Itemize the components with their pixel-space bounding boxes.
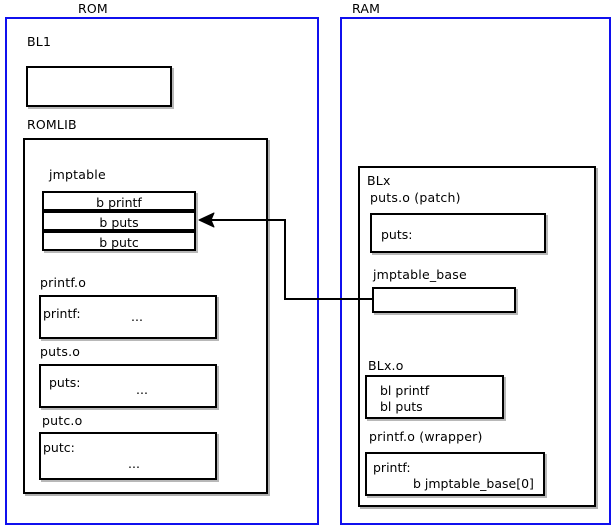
romlib-printf-o-box: printf: ... xyxy=(39,295,217,339)
romlib-puts-o-box: puts: ... xyxy=(39,364,217,408)
romlib-putc-o-box: putc: ... xyxy=(39,432,217,480)
jmptable-entry-b-puts[interactable]: b puts xyxy=(42,211,196,231)
printf-wrapper-box: printf: b jmptable_base[0] xyxy=(365,452,545,496)
bl1-box xyxy=(26,66,172,107)
romlib-printf-symbol: printf: xyxy=(43,306,81,321)
jmptable-label: jmptable xyxy=(49,167,106,182)
blx-o-box: bl printf bl puts xyxy=(365,375,504,419)
blx-puts-patch-label: puts.o (patch) xyxy=(370,190,461,205)
jmptable-base-box xyxy=(372,287,516,313)
blx-o-instruction-1: bl printf xyxy=(380,383,430,398)
romlib-printf-ellipsis: ... xyxy=(131,309,143,324)
bl1-label: BL1 xyxy=(27,34,52,49)
jmptable-entry-b-putc[interactable]: b putc xyxy=(42,231,196,251)
romlib-label: ROMLIB xyxy=(27,117,77,132)
blx-label: BLx xyxy=(367,173,391,188)
romlib-printf-o-label: printf.o xyxy=(40,275,87,290)
blx-o-label: BLx.o xyxy=(368,358,404,373)
jmptable-entry-1-label: b puts xyxy=(99,215,139,230)
romlib-puts-symbol: puts: xyxy=(49,375,81,390)
blx-puts-patch-symbol: puts: xyxy=(381,227,413,242)
jmptable-entry-2-label: b putc xyxy=(99,235,139,250)
romlib-box xyxy=(23,138,268,494)
romlib-putc-symbol: putc: xyxy=(43,440,75,455)
ram-region-label: RAM xyxy=(352,1,381,16)
romlib-putc-o-label: putc.o xyxy=(42,413,83,428)
printf-wrapper-symbol: printf: xyxy=(373,460,411,475)
romlib-puts-o-label: puts.o xyxy=(40,344,81,359)
blx-box xyxy=(358,166,596,507)
rom-region-label: ROM xyxy=(78,1,108,16)
jmptable-entry-0-label: b printf xyxy=(96,195,142,210)
blx-puts-patch-box: puts: xyxy=(370,213,546,253)
blx-o-instruction-2: bl puts xyxy=(380,399,423,414)
printf-wrapper-label: printf.o (wrapper) xyxy=(369,429,483,444)
romlib-putc-ellipsis: ... xyxy=(128,456,140,471)
jmptable-entry-b-printf[interactable]: b printf xyxy=(42,191,196,211)
romlib-puts-ellipsis: ... xyxy=(136,382,148,397)
jmptable-base-label: jmptable_base xyxy=(373,267,467,282)
printf-wrapper-instruction: b jmptable_base[0] xyxy=(413,476,534,491)
